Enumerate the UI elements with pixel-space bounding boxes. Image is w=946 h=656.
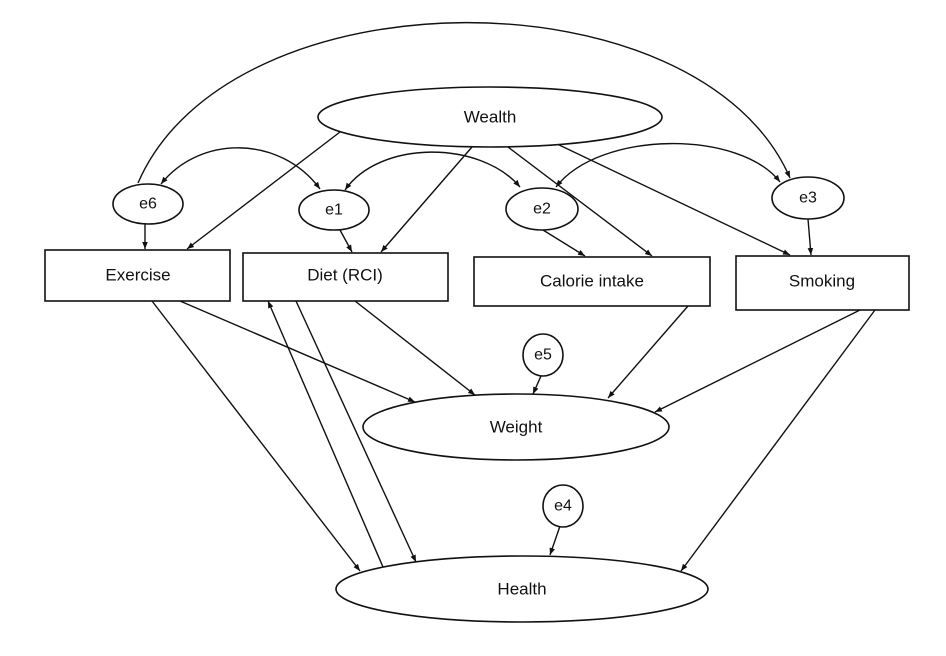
path-wealth-calorie: [507, 146, 653, 257]
node-e3-label: e3: [799, 190, 817, 207]
regression-paths: [142, 131, 876, 572]
path-e5-weight: [532, 375, 542, 395]
path-e3-smoking: [807, 218, 814, 256]
path-diet-health: [295, 300, 417, 563]
covariance-e6-e3: [137, 22, 791, 184]
path-e2-calorie: [542, 229, 586, 257]
node-exercise-label: Exercise: [105, 266, 170, 285]
node-wealth: Wealth: [317, 86, 663, 148]
node-weight-label: Weight: [490, 418, 543, 437]
path-diet-weight: [354, 300, 476, 396]
path-wealth-smoking: [554, 142, 791, 256]
path-health-diet: [267, 300, 384, 568]
node-diet-label: Diet (RCI): [307, 266, 383, 285]
path-e1-diet: [339, 229, 353, 253]
node-e5-label: e5: [534, 347, 552, 364]
node-health: Health: [335, 555, 709, 623]
node-weight: Weight: [362, 393, 670, 461]
path-wealth-diet: [380, 146, 473, 253]
path-exercise-weight: [179, 300, 416, 403]
covariance-arcs: [137, 22, 791, 191]
node-e1: e1: [298, 189, 370, 231]
node-exercise: Exercise: [44, 249, 231, 302]
node-e2: e2: [505, 187, 579, 231]
node-e6: e6: [112, 183, 184, 225]
node-smoking: Smoking: [735, 255, 910, 311]
node-diet: Diet (RCI): [242, 252, 449, 302]
node-calorie-intake: Calorie intake: [473, 256, 711, 307]
node-e5: e5: [522, 333, 564, 377]
node-e6-label: e6: [139, 196, 157, 213]
path-smoking-weight: [654, 309, 861, 413]
covariance-e1-e2: [344, 151, 521, 191]
node-smoking-label: Smoking: [789, 272, 855, 291]
node-e1-label: e1: [325, 202, 343, 219]
path-wealth-exercise: [186, 131, 341, 250]
path-calorie-weight: [607, 305, 689, 399]
path-smoking-health: [680, 309, 876, 572]
covariance-e2-e3: [555, 142, 781, 188]
covariance-e6-e1: [160, 147, 321, 190]
node-calorie-intake-label: Calorie intake: [540, 272, 644, 291]
node-health-label: Health: [497, 580, 546, 599]
node-e2-label: e2: [533, 201, 551, 218]
node-e4-label: e4: [554, 498, 572, 515]
node-e3: e3: [771, 176, 845, 220]
node-wealth-label: Wealth: [464, 108, 517, 127]
path-exercise-health: [151, 300, 361, 572]
node-e4: e4: [542, 484, 584, 528]
path-e4-health: [549, 525, 561, 556]
